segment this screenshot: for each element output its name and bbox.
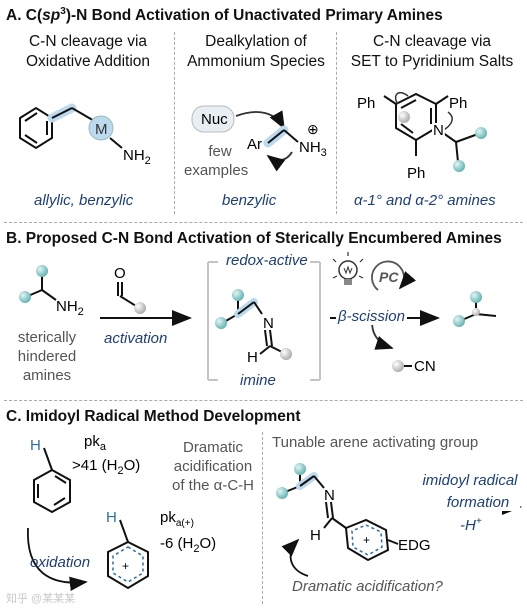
h-atom-2: H [106, 509, 117, 526]
imine-h: H [247, 349, 258, 366]
lightbulb-icon [332, 252, 364, 285]
phenyl-right: Ph [449, 95, 467, 112]
nuc-label: Nuc [201, 111, 228, 128]
beta-scission-label: β-scission [336, 308, 407, 325]
cation-symbol: + [122, 559, 129, 573]
pka2-value: -6 (H2O) [160, 535, 216, 555]
section-a-title: A. C(sp3)-N Bond Activation of Unactivat… [6, 6, 443, 25]
aryl-cation-symbol: + [363, 533, 370, 547]
radical-ball-teal-2 [453, 315, 465, 327]
ball-teal-2 [19, 291, 31, 303]
substituent-ball-2 [453, 160, 465, 172]
acidification-curved-arrow [281, 538, 309, 577]
redox-active-label: redox-active [226, 252, 308, 269]
bracket-right [310, 261, 321, 381]
aryl-imine-h: H [310, 527, 321, 544]
imine-ball-teal-1 [232, 289, 244, 301]
bracket-left [207, 261, 218, 381]
col2-caption: benzylic [222, 192, 277, 209]
dramatic-acidification-question: Dramatic acidification? [292, 578, 443, 595]
radical-dot [398, 111, 410, 123]
formation-label: formation [436, 494, 520, 511]
radical-center [472, 308, 480, 316]
pyridinium-structure [383, 92, 479, 163]
delocalized-ring [112, 546, 144, 583]
divider-a2 [336, 32, 337, 214]
imidoyl-radical-label: imidoyl radical [422, 472, 518, 489]
aryl-imine-structure [284, 472, 399, 562]
few-examples: few [208, 143, 232, 160]
phenyl-bottom: Ph [407, 165, 425, 182]
cn-ball-grey [392, 360, 404, 372]
divider-c [262, 432, 263, 604]
pka-value: >41 (H2O) [72, 457, 140, 477]
pc-label: PC [379, 269, 399, 285]
toluene-structure [33, 447, 71, 514]
nucleophile-bubble [191, 105, 235, 133]
aryl-ball-teal-1 [294, 463, 306, 475]
oxidative-addition-structure [19, 103, 97, 150]
edg-label: EDG [398, 537, 431, 554]
aldehyde-oxygen: O [114, 265, 126, 282]
ball-teal-1 [36, 265, 48, 277]
ammonium-label: NH3 [299, 139, 327, 159]
cn-release-arrow [371, 321, 394, 350]
radical-cation-structure [107, 519, 149, 590]
imine-n: N [263, 315, 274, 332]
imine-label: imine [240, 372, 276, 389]
aldehyde-structure [117, 282, 137, 307]
divider-a-b [4, 222, 523, 223]
radical-ball-teal-1 [470, 291, 482, 303]
aryl-imine-n: N [324, 487, 335, 504]
pyridinium-n: N [433, 122, 444, 139]
divider-b-c [4, 400, 523, 401]
photocatalyst-cycle-icon [371, 260, 417, 291]
plus-charge: ⊕ [307, 121, 319, 137]
oxidation-label: oxidation [30, 554, 91, 571]
svg-text:N: N [433, 122, 444, 139]
aryl-ball-teal-2 [276, 487, 288, 499]
watermark: 知乎 @某某某 [6, 593, 76, 605]
section-b-title: B. Proposed C-N Bond Activation of Steri… [6, 230, 502, 247]
amine-label: NH2 [123, 147, 151, 167]
examples-word: examples [184, 162, 249, 179]
leaving-arrow [266, 151, 293, 172]
attack-arrow [235, 110, 285, 130]
metal-circle [88, 115, 114, 141]
col3-caption: α-1° and α-2° amines [354, 192, 496, 209]
proton-loss-label: -H+ [460, 516, 482, 534]
pka2-label: pka(+) [160, 509, 194, 529]
tunable-arene-label: Tunable arene activating group [272, 434, 479, 451]
ball-grey-aldehyde [134, 302, 146, 314]
activation-label: activation [104, 330, 168, 347]
cn-label: CN [414, 358, 436, 375]
aryl-delocalized-ring [351, 524, 383, 556]
phenyl-left: Ph [357, 95, 375, 112]
substituent-ball-1 [475, 127, 487, 139]
ar-label: Ar [247, 136, 262, 153]
section-c-title: C. Imidoyl Radical Method Development [6, 408, 301, 425]
amine-nh2: NH2 [56, 298, 84, 318]
imine-structure [223, 298, 283, 355]
metal-label: M [95, 121, 108, 138]
imine-ball-grey [280, 348, 292, 360]
col1-caption: allylic, benzylic [34, 192, 134, 209]
divider-a1 [174, 32, 175, 214]
imine-ball-teal-2 [215, 317, 227, 329]
oxidation-arrow [27, 527, 88, 591]
pka-label: pka [84, 433, 107, 453]
hindered-amine-structure [27, 274, 57, 301]
h-atom-1: H [30, 437, 41, 454]
